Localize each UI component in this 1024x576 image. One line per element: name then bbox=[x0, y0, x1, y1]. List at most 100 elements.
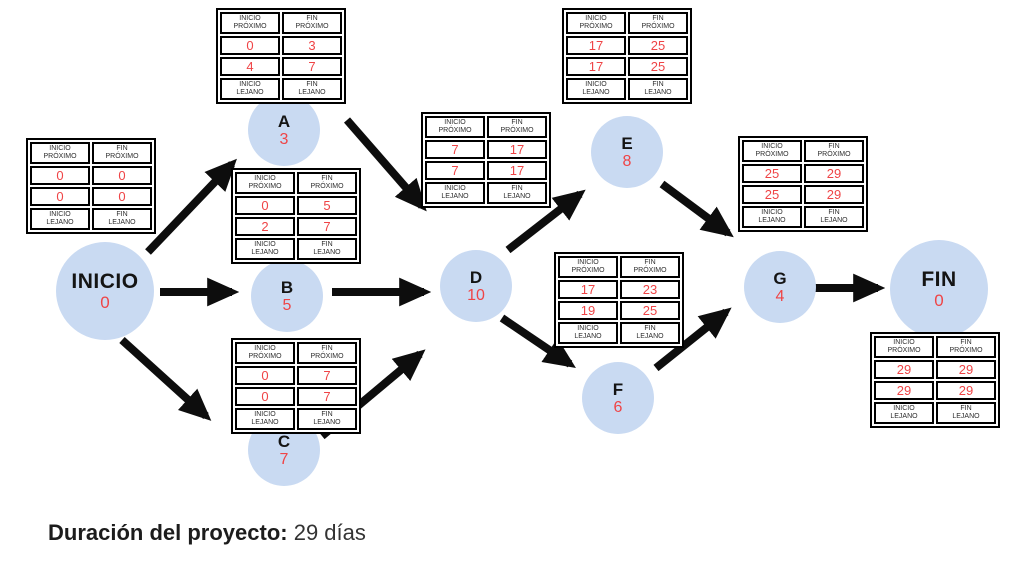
node-g: G 4 bbox=[744, 251, 816, 323]
late-finish: 7 bbox=[297, 217, 357, 237]
header-fin-lejano: FIN LEJANO bbox=[297, 238, 357, 261]
early-start: 0 bbox=[30, 166, 90, 186]
early-start: 0 bbox=[235, 366, 295, 386]
header-inicio-proximo: INICIO PRÓXIMO bbox=[30, 142, 90, 165]
early-finish: 29 bbox=[804, 164, 864, 184]
late-start: 2 bbox=[235, 217, 295, 237]
early-start: 17 bbox=[566, 36, 626, 56]
late-finish: 25 bbox=[628, 57, 688, 77]
header-inicio-lejano: INICIO LEJANO bbox=[558, 322, 618, 345]
late-finish: 7 bbox=[297, 387, 357, 407]
header-inicio-lejano: INICIO LEJANO bbox=[235, 238, 295, 261]
header-inicio-lejano: INICIO LEJANO bbox=[220, 78, 280, 101]
late-finish: 0 bbox=[92, 187, 152, 207]
early-start: 7 bbox=[425, 140, 485, 160]
duration-label: Duración del proyecto: bbox=[48, 520, 288, 545]
late-finish: 17 bbox=[487, 161, 547, 181]
header-inicio-proximo: INICIO PRÓXIMO bbox=[235, 172, 295, 195]
node-fin-label: FIN bbox=[921, 267, 957, 291]
header-fin-proximo: FIN PRÓXIMO bbox=[936, 336, 996, 359]
node-inicio: INICIO 0 bbox=[56, 242, 154, 340]
arrow-d-e bbox=[505, 189, 586, 254]
late-start: 4 bbox=[220, 57, 280, 77]
late-finish: 29 bbox=[936, 381, 996, 401]
node-e-label: E bbox=[621, 133, 633, 153]
header-fin-lejano: FIN LEJANO bbox=[628, 78, 688, 101]
early-start: 25 bbox=[742, 164, 802, 184]
node-f-label: F bbox=[612, 379, 624, 399]
arrow-f-g bbox=[653, 307, 732, 372]
node-d: D 10 bbox=[440, 250, 512, 322]
header-inicio-lejano: INICIO LEJANO bbox=[235, 408, 295, 431]
node-d-duration: 10 bbox=[467, 286, 485, 304]
header-inicio-proximo: INICIO PRÓXIMO bbox=[220, 12, 280, 35]
node-f: F 6 bbox=[582, 362, 654, 434]
early-finish: 3 bbox=[282, 36, 342, 56]
node-c-label: C bbox=[277, 431, 291, 451]
header-fin-lejano: FIN LEJANO bbox=[282, 78, 342, 101]
header-fin-proximo: FIN PRÓXIMO bbox=[297, 172, 357, 195]
late-start: 0 bbox=[235, 387, 295, 407]
late-finish: 7 bbox=[282, 57, 342, 77]
duration-value: 29 días bbox=[287, 520, 366, 545]
header-inicio-lejano: INICIO LEJANO bbox=[742, 206, 802, 229]
time-table-b: INICIO PRÓXIMO FIN PRÓXIMO 0 5 2 7 INICI… bbox=[231, 168, 361, 265]
late-finish: 25 bbox=[620, 301, 680, 321]
early-finish: 0 bbox=[92, 166, 152, 186]
node-f-duration: 6 bbox=[613, 398, 623, 416]
header-inicio-proximo: INICIO PRÓXIMO bbox=[742, 140, 802, 163]
early-finish: 5 bbox=[297, 196, 357, 216]
time-table-inicio: INICIO PRÓXIMO FIN PRÓXIMO 0 0 0 0 INICI… bbox=[26, 138, 156, 235]
header-fin-lejano: FIN LEJANO bbox=[936, 402, 996, 425]
project-duration-caption: Duración del proyecto: 29 días bbox=[48, 520, 366, 546]
header-fin-lejano: FIN LEJANO bbox=[92, 208, 152, 231]
time-table-d: INICIO PRÓXIMO FIN PRÓXIMO 7 17 7 17 INI… bbox=[421, 112, 551, 209]
late-start: 17 bbox=[566, 57, 626, 77]
header-fin-proximo: FIN PRÓXIMO bbox=[628, 12, 688, 35]
header-fin-lejano: FIN LEJANO bbox=[804, 206, 864, 229]
header-inicio-lejano: INICIO LEJANO bbox=[566, 78, 626, 101]
time-table-fin: INICIO PRÓXIMO FIN PRÓXIMO 29 29 29 29 I… bbox=[870, 332, 1000, 429]
header-inicio-proximo: INICIO PRÓXIMO bbox=[558, 256, 618, 279]
late-start: 7 bbox=[425, 161, 485, 181]
header-fin-lejano: FIN LEJANO bbox=[297, 408, 357, 431]
node-inicio-label: INICIO bbox=[71, 269, 139, 293]
header-fin-lejano: FIN LEJANO bbox=[487, 182, 547, 205]
late-start: 29 bbox=[874, 381, 934, 401]
time-table-f: INICIO PRÓXIMO FIN PRÓXIMO 17 23 19 25 I… bbox=[554, 252, 684, 349]
header-fin-proximo: FIN PRÓXIMO bbox=[297, 342, 357, 365]
early-start: 0 bbox=[220, 36, 280, 56]
node-a: A 3 bbox=[248, 94, 320, 166]
early-start: 17 bbox=[558, 280, 618, 300]
time-table-c: INICIO PRÓXIMO FIN PRÓXIMO 0 7 0 7 INICI… bbox=[231, 338, 361, 435]
node-g-duration: 4 bbox=[775, 287, 785, 305]
node-b: B 5 bbox=[251, 260, 323, 332]
late-finish: 29 bbox=[804, 185, 864, 205]
early-start: 29 bbox=[874, 360, 934, 380]
late-start: 0 bbox=[30, 187, 90, 207]
early-finish: 29 bbox=[936, 360, 996, 380]
header-inicio-lejano: INICIO LEJANO bbox=[30, 208, 90, 231]
time-table-g: INICIO PRÓXIMO FIN PRÓXIMO 25 29 25 29 I… bbox=[738, 136, 868, 233]
early-finish: 25 bbox=[628, 36, 688, 56]
early-start: 0 bbox=[235, 196, 295, 216]
header-inicio-proximo: INICIO PRÓXIMO bbox=[425, 116, 485, 139]
node-b-label: B bbox=[280, 277, 294, 297]
node-e: E 8 bbox=[591, 116, 663, 188]
node-b-duration: 5 bbox=[282, 296, 292, 314]
node-c-duration: 7 bbox=[279, 450, 289, 468]
time-table-a: INICIO PRÓXIMO FIN PRÓXIMO 0 3 4 7 INICI… bbox=[216, 8, 346, 105]
node-a-duration: 3 bbox=[279, 130, 289, 148]
arrow-d-f bbox=[499, 314, 576, 369]
header-fin-proximo: FIN PRÓXIMO bbox=[804, 140, 864, 163]
arrow-a-d bbox=[343, 117, 427, 212]
arrow-inicio-c bbox=[119, 337, 212, 421]
header-inicio-lejano: INICIO LEJANO bbox=[425, 182, 485, 205]
late-start: 19 bbox=[558, 301, 618, 321]
time-table-e: INICIO PRÓXIMO FIN PRÓXIMO 17 25 17 25 I… bbox=[562, 8, 692, 105]
node-g-label: G bbox=[773, 268, 787, 288]
header-inicio-proximo: INICIO PRÓXIMO bbox=[566, 12, 626, 35]
early-finish: 17 bbox=[487, 140, 547, 160]
header-inicio-proximo: INICIO PRÓXIMO bbox=[874, 336, 934, 359]
